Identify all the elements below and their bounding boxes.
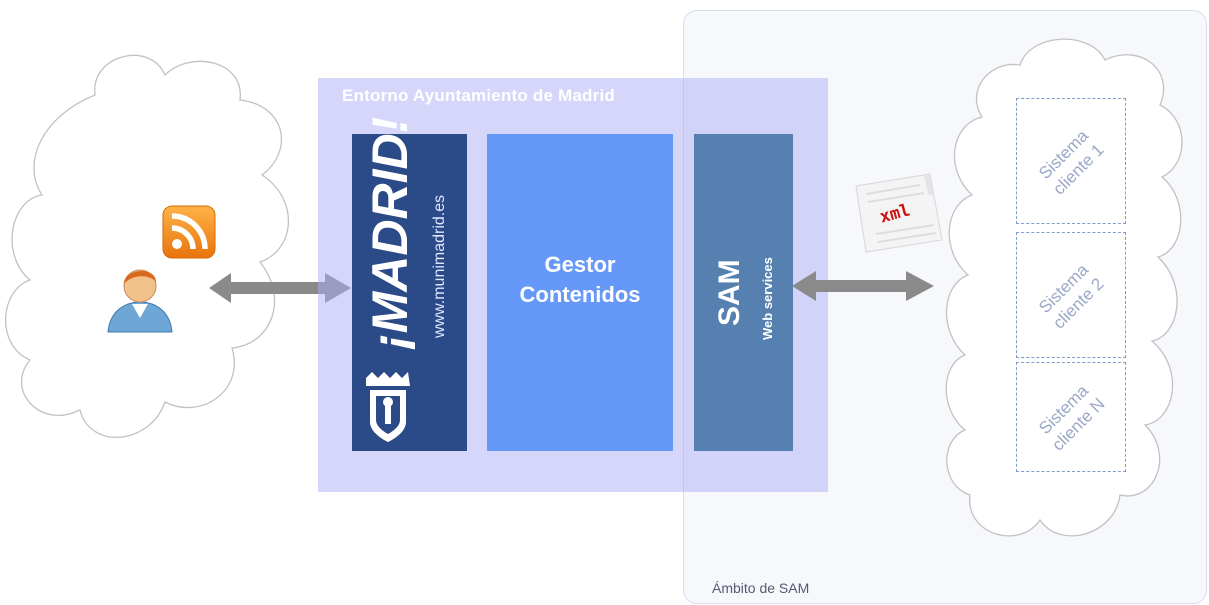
- sam-title: SAM: [713, 259, 746, 326]
- client-system-2-box: [1016, 232, 1126, 358]
- client-systems-cloud: [945, 38, 1183, 537]
- user-icon: [107, 269, 173, 333]
- client-system-n-box: [1016, 362, 1126, 472]
- madrid-url: www.munimadrid.es: [431, 194, 448, 338]
- rss-icon: [162, 205, 216, 259]
- xml-document-icon: [855, 173, 943, 253]
- environment-title: Entorno Ayuntamiento de Madrid: [342, 86, 615, 105]
- web-services-label: Web services: [760, 257, 775, 340]
- coat-of-arms-icon: [366, 372, 410, 442]
- content-manager-line-2: Contenidos: [519, 282, 641, 307]
- user-cloud: [4, 54, 290, 438]
- sam-clients-arrow: [792, 271, 934, 301]
- madrid-brand: ¡MADRID!: [362, 116, 418, 350]
- sam-box: [694, 134, 793, 451]
- content-manager-label: Gestor Contenidos: [487, 250, 673, 310]
- sam-scope-label: Ámbito de SAM: [712, 580, 810, 596]
- user-portal-arrow: [209, 273, 351, 303]
- content-manager-box: [487, 134, 673, 451]
- content-manager-line-1: Gestor: [544, 252, 616, 277]
- client-system-1-box: [1016, 98, 1126, 224]
